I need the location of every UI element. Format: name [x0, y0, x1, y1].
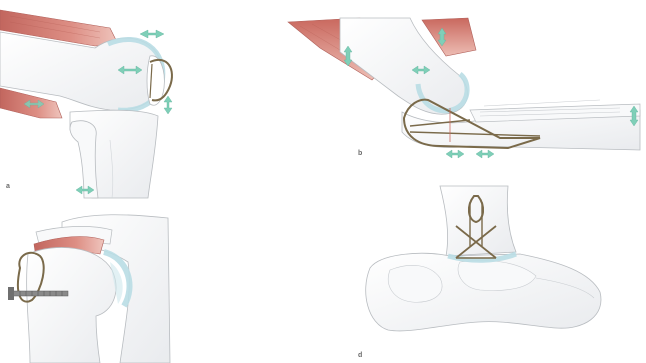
panel-label-b: b [358, 150, 362, 157]
panel-b-elbow [288, 18, 640, 158]
panel-label-d: d [358, 352, 362, 359]
panel-c-shoulder [8, 215, 170, 363]
panel-d-ankle [366, 186, 601, 331]
fibula-bone [70, 121, 98, 198]
humeral-head-bone [27, 247, 116, 363]
panel-a-knee [0, 10, 172, 198]
panel-label-a: a [6, 183, 10, 190]
